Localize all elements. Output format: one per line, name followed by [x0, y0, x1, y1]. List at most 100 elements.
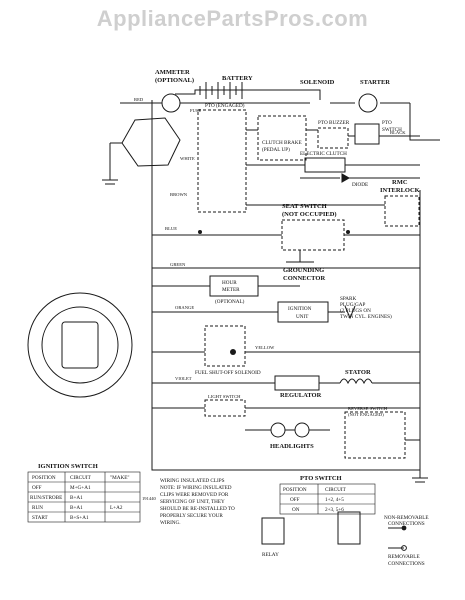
wire-tag-green: GREEN [170, 262, 186, 267]
pto-buzzer-box [317, 127, 349, 149]
headlight-right [294, 422, 310, 438]
wire-main-left [151, 100, 421, 471]
clip-note-line-6: PROPERLY SECURE YOUR [160, 513, 223, 519]
label-rmc-2: INTERLOCK [380, 187, 420, 194]
ignition-header-circuit: CIRCUIT [70, 475, 92, 481]
legend-removable-2: CONNECTIONS [388, 561, 425, 567]
ignition-table-title: IGNITION SWITCH [38, 463, 98, 470]
label-pto-engaged: PTO (ENGAGED) [205, 102, 245, 109]
clip-note-line-2: NOTE: IF WIRING INSULATED [160, 485, 232, 491]
label-pto-buzzer: PTO BUZZER [318, 120, 350, 126]
pto-table-title: PTO SWITCH [300, 475, 342, 482]
rmc-interlock-box [384, 195, 420, 227]
label-hour-meter-2: METER [222, 287, 240, 293]
wire-tag-orange: ORANGE [175, 305, 194, 310]
ignition-key-face [27, 292, 133, 398]
label-fuse: FUSE [190, 108, 201, 113]
label-seat-switch: SEAT SWITCH [282, 203, 327, 210]
label-ammeter: AMMETER [155, 69, 190, 76]
ignition-cell: B+A1 [70, 495, 83, 501]
label-clutch-brake-2: (PEDAL UP) [262, 146, 290, 153]
relay-symbol [261, 517, 285, 545]
pto-cell: 1+2, 4+5 [325, 497, 344, 503]
label-stator: STATOR [345, 369, 371, 376]
pto-cell: OFF [290, 497, 300, 503]
starter-symbol [358, 93, 378, 113]
legend-non-removable: NON-REMOVABLE [384, 515, 429, 521]
ignition-cell: START [32, 515, 49, 521]
label-ignition-unit-2: UNIT [296, 314, 309, 320]
reverse-switch-box [344, 411, 406, 459]
wire-tag-white: WHITE [180, 156, 195, 161]
label-part-no: 191440 [142, 496, 156, 501]
pto-header-position: POSITION [283, 487, 307, 493]
ignition-header-make: "MAKE" [110, 475, 130, 481]
label-clutch-brake: CLUTCH BRAKE [262, 140, 302, 146]
label-relay: RELAY [262, 552, 279, 558]
ammeter-symbol [161, 93, 181, 113]
label-regulator: REGULATOR [280, 392, 322, 399]
fuel-solenoid-box [204, 325, 246, 367]
seat-switch-box [281, 219, 345, 251]
label-grounding-2: CONNECTOR [283, 275, 325, 282]
clip-note-line-3: CLIPS WERE REMOVED FOR [160, 492, 229, 498]
label-pto-switch: PTO [382, 120, 392, 126]
wire-tag-blue: BLUE [165, 226, 177, 231]
label-battery: BATTERY [222, 75, 253, 82]
ignition-cell: RUN/STROBE [30, 495, 62, 501]
pto-switch-table: PTO SWITCH POSITION CIRCUIT OFF 1+2, 4+5… [279, 475, 376, 515]
label-solenoid: SOLENOID [300, 79, 335, 86]
clip-note-line-5: SHOULD BE RE-INSTALLED TO [160, 506, 235, 512]
label-ammeter-opt: (OPTIONAL) [155, 77, 194, 84]
label-spark-plug-2: PLUG/GAP [340, 302, 365, 308]
pto-switch-box [197, 109, 247, 213]
label-light-switch: LIGHT SWITCH [208, 394, 241, 399]
label-fuel-solenoid: FUEL SHUT-OFF SOLENOID [195, 370, 261, 376]
label-optional: (OPTIONAL) [215, 298, 245, 305]
pto-cell: 2+3, 5+6 [325, 507, 344, 513]
label-pto-switch-2: SWITCH [382, 127, 402, 133]
label-seat-switch-2: (NOT OCCUPIED) [282, 211, 337, 218]
pto-switch-small [354, 123, 380, 145]
ignition-cell: M+G+A1 [70, 485, 91, 491]
wire-tag-yellow: YELLOW [255, 345, 275, 350]
diode [341, 173, 351, 183]
clip-note-line-4: SERVICING OF UNIT, THEY [160, 499, 225, 505]
ignition-cell: B+A1 [70, 505, 83, 511]
hour-meter-box [209, 275, 259, 297]
pto-cell: ON [292, 507, 300, 513]
clip-note-line-1: WIRING INSULATED CLIPS [160, 478, 225, 484]
electric-clutch [304, 157, 346, 173]
wire-tag-brown: BROWN [170, 192, 188, 197]
regulator-box [274, 375, 320, 391]
wire-top-battery [175, 89, 321, 100]
ignition-cell: B+S+A1 [70, 515, 89, 521]
ignition-cell: RUN [32, 505, 43, 511]
label-reverse-switch: REVERSE SWITCH [348, 406, 388, 411]
headlight-left [270, 422, 286, 438]
label-diode: DIODE [352, 182, 368, 188]
label-spark-plug-3: (2 PLUGS ON [340, 307, 371, 314]
label-hour-meter: HOUR [222, 280, 237, 286]
wire-tag-black: BLACK [390, 130, 406, 135]
label-electric-clutch: ELECTRIC CLUTCH [300, 151, 347, 157]
label-spark-plug-4: TWIN CYL. ENGINES) [340, 313, 392, 320]
ignition-cell: L+A2 [110, 505, 123, 511]
label-starter: STARTER [360, 79, 390, 86]
clutch-brake-box [257, 115, 307, 161]
ignition-header-position: POSITION [32, 475, 56, 481]
stator-coil [339, 378, 373, 385]
legend-non-removable-2: CONNECTIONS [388, 521, 425, 527]
label-spark-plug: SPARK [340, 296, 356, 302]
label-reverse-switch-2: (NOT ENGAGED) [348, 412, 384, 417]
clip-note-line-7: WIRING. [160, 520, 181, 526]
watermark: AppliancePartsPros.com [96, 6, 369, 31]
label-grounding: GROUNDING [283, 267, 324, 274]
wire-tag-red: RED [134, 97, 144, 102]
label-ignition-unit: IGNITION [288, 306, 312, 312]
ignition-cell: OFF [32, 485, 42, 491]
label-headlights: HEADLIGHTS [270, 443, 314, 450]
ignition-switch-table: IGNITION SWITCH POSITION CIRCUIT "MAKE" … [27, 463, 141, 523]
legend-removable: REMOVABLE [388, 554, 420, 560]
